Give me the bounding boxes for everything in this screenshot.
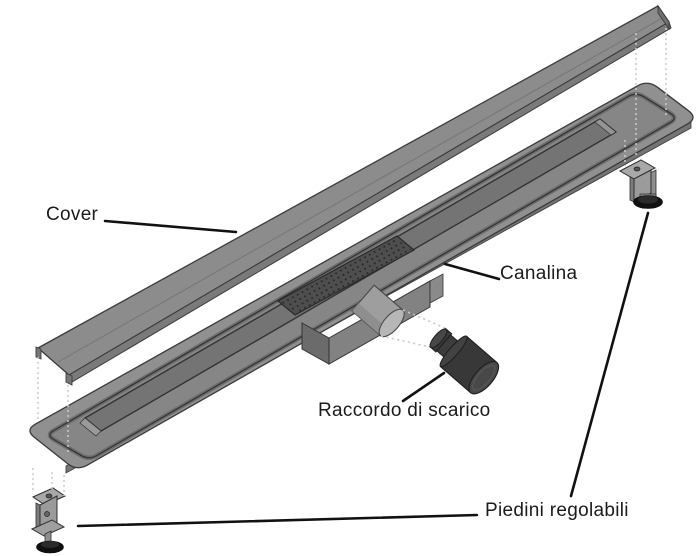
drain-connector — [429, 327, 500, 395]
foot-right-bracket-side — [629, 176, 635, 203]
leader-lines — [76, 211, 650, 528]
cover-bend-line — [57, 16, 665, 363]
leader-piedini-left — [76, 513, 479, 528]
foot-right-pad-top — [638, 195, 658, 204]
foot-left-plate-hole — [45, 493, 53, 499]
assembly-guide-lines — [32, 28, 667, 496]
connector-cap-face — [429, 328, 448, 349]
label-canalina: Canalina — [500, 263, 578, 284]
drain-slot-left-endwall — [79, 417, 102, 437]
label-cover: Cover — [46, 204, 99, 225]
outlet-pipe-shade — [351, 303, 388, 336]
foot-left-pad-top — [41, 541, 59, 548]
drain-outlet-pipe — [351, 284, 405, 338]
foot-right — [618, 159, 663, 209]
foot-left-screw — [44, 511, 50, 517]
drain-slot-right-endwall — [594, 118, 617, 136]
foot-left — [30, 487, 67, 554]
label-raccordo-di-scarico: Raccordo di scarico — [318, 400, 491, 421]
leader-cover — [103, 219, 238, 234]
siphon-box-step — [429, 273, 444, 304]
foot-left-washer-plate — [30, 519, 66, 537]
outlet-pipe-face — [378, 308, 405, 338]
grate — [276, 235, 416, 316]
connector-end-face — [468, 360, 500, 395]
leader-piedini-right — [569, 211, 650, 498]
cover-right-end-face — [657, 4, 670, 31]
cover-left-end-tab-back — [35, 346, 42, 360]
connector-guide-dashes — [380, 309, 446, 348]
channel-part — [29, 82, 694, 474]
cover-part — [35, 4, 672, 386]
connector-shoulder — [439, 335, 468, 368]
leader-raccordo — [401, 371, 446, 403]
grate-perforations — [280, 238, 412, 313]
channel-inner-rim-line — [49, 93, 675, 459]
cover-left-end-tab-front — [65, 372, 73, 386]
connector-end-rim — [472, 364, 496, 391]
label-piedini-regolabili: Piedini regolabili — [485, 500, 629, 521]
leader-canalina — [443, 262, 501, 281]
foot-right-plate-hole — [633, 166, 641, 172]
